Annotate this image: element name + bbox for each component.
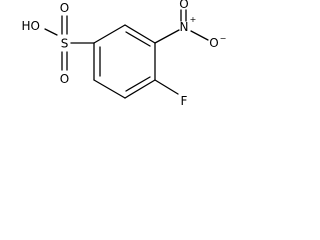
atom-label-nitro-oxygen-top: O <box>179 0 188 11</box>
atom-label-nitrogen: N <box>180 20 189 34</box>
ring-bond-c4-c5 <box>93 79 126 99</box>
chemical-structure: S HO O O N + O O − F <box>22 0 227 108</box>
atom-label-fluorine: F <box>181 94 188 108</box>
nitro-group: N + O O − <box>154 0 227 50</box>
atom-label-sulfonyl-oxygen-bottom: O <box>60 72 69 86</box>
bond-nitrogen-oxygen-right <box>190 30 209 41</box>
ring-bond-c3-c4 <box>124 79 156 99</box>
atom-label-nitro-oxygen-right: O <box>209 36 218 50</box>
fluoro-group: F <box>154 79 188 108</box>
bond-sulfur-hydroxyl <box>44 28 58 36</box>
benzene-ring <box>93 24 156 99</box>
charge-label-nitro-oxygen: − <box>220 34 227 43</box>
charge-label-nitrogen: + <box>190 15 197 24</box>
sulfonic-acid-group: S HO O O <box>22 1 95 86</box>
ring-bond-c6-c1 <box>93 24 126 44</box>
bond-ring-nitrogen <box>154 29 180 44</box>
bond-ring-fluorine <box>154 79 179 95</box>
atom-label-sulfonyl-oxygen-top: O <box>60 1 69 15</box>
atom-label-sulfur: S <box>61 37 69 51</box>
ring-double-bond-c3-c4 <box>125 76 151 92</box>
ring-bond-c1-c2 <box>124 24 156 44</box>
ring-double-bond-c1-c2 <box>125 31 151 47</box>
atom-label-hydroxyl: HO <box>22 19 40 33</box>
